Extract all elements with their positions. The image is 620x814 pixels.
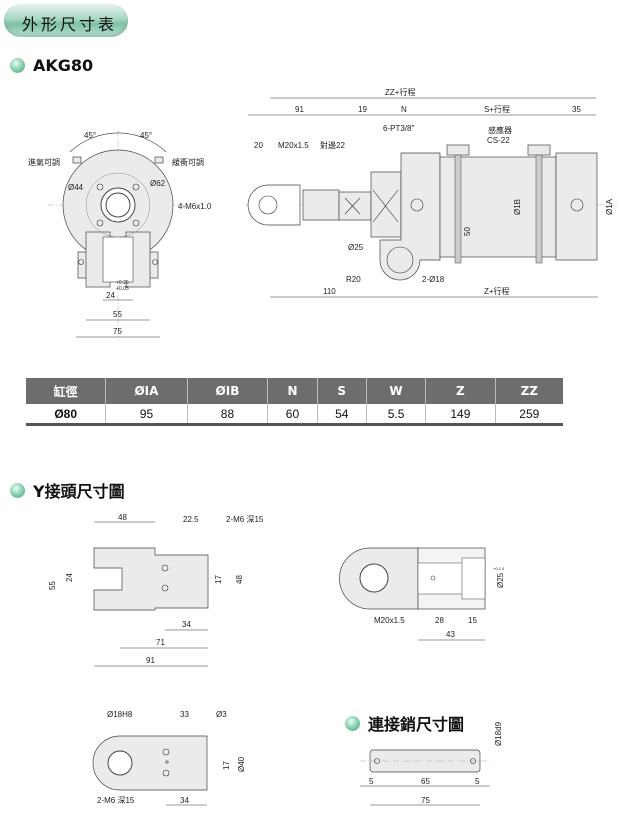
dim-22-5: 22.5	[183, 515, 199, 524]
dim-1b: Ø1B	[513, 199, 522, 215]
dim-34: 34	[182, 620, 191, 629]
table-cell: 95	[105, 404, 188, 426]
sensor-model: CS-22	[487, 136, 510, 145]
col-header: ØIB	[187, 378, 269, 404]
dim-n: N	[401, 105, 407, 114]
dim-24: 24	[106, 291, 115, 300]
dim-dia: Ø18d9	[494, 721, 503, 746]
dim-75: 75	[113, 327, 122, 336]
dim-19: 19	[358, 105, 367, 114]
col-header: W	[366, 378, 427, 404]
dim-5a: 5	[369, 777, 374, 786]
bullet-icon	[10, 58, 25, 73]
port-label: 6-PT3/8"	[383, 124, 414, 133]
dim-65: 65	[421, 777, 430, 786]
dim-15: 15	[468, 616, 477, 625]
dim-20: 20	[254, 141, 263, 150]
bore-label: Ø18H8	[107, 710, 133, 719]
table-cell: 5.5	[366, 404, 427, 426]
dim-34: 34	[180, 796, 189, 805]
model-title: AKG80	[33, 56, 94, 75]
dim-d40: Ø40	[237, 756, 246, 772]
yjoint-side-view: Ø18H8 33 Ø3 17 Ø40 2-M6 深15 34	[92, 710, 246, 806]
angle-left: 45°	[84, 131, 96, 140]
dim-48: 48	[118, 513, 127, 522]
yjoint-title: Y接頭尺寸圖	[33, 482, 125, 501]
pin-view: Ø18d9 5 65 5 75	[360, 721, 503, 806]
dim-z: Z+行程	[484, 286, 510, 296]
thread-label: M20x1.5	[374, 616, 405, 625]
dim-r20: R20	[346, 275, 361, 284]
table-cell: 259	[495, 404, 563, 426]
angle-right: 45°	[140, 131, 152, 140]
dim-17: 17	[222, 761, 231, 770]
yjoint-section-view: M20x1.5 28 15 43 Ø25 +0.1 0	[339, 547, 505, 641]
col-header: ZZ	[495, 378, 563, 404]
tol-lower: +0.05	[116, 286, 129, 292]
dim-35: 35	[572, 105, 581, 114]
dim-d62: Ø62	[150, 179, 166, 188]
model-heading: AKG80	[10, 56, 93, 75]
table-cell: 149	[425, 404, 496, 426]
holes-label: 2-M6 深15	[226, 515, 264, 524]
dim-50: 50	[463, 227, 472, 236]
flat-label: 對邊22	[320, 140, 345, 150]
label-cushion: 緩衝可調	[172, 157, 204, 167]
section-header-dimensions: 外形尺寸表	[4, 4, 128, 37]
holes-label: 2-M6 深15	[97, 796, 135, 805]
table-header-row: 缸徑 ØIA ØIB N S W Z ZZ	[26, 378, 563, 404]
pin-label: 2-Ø18	[422, 275, 445, 284]
thread-label: 4-M6x1.0	[178, 202, 212, 211]
dim-91: 91	[146, 656, 155, 665]
col-header: N	[267, 378, 318, 404]
dim-d25: Ø25	[496, 572, 505, 588]
dim-48b: 48	[235, 575, 244, 584]
dim-71: 71	[156, 638, 165, 647]
table-cell: 88	[187, 404, 269, 426]
dim-s: S+行程	[484, 104, 510, 114]
label-intake: 進氣可調	[28, 157, 60, 167]
dim-zz: ZZ+行程	[385, 87, 415, 97]
dim-110: 110	[323, 287, 336, 296]
dim-1a: Ø1A	[605, 198, 614, 215]
dim-d44: Ø44	[68, 183, 84, 192]
yjoint-heading: Y接頭尺寸圖	[10, 478, 125, 502]
dim-d25: Ø25	[348, 243, 364, 252]
dim-17: 17	[214, 575, 223, 584]
spec-table: 缸徑 ØIA ØIB N S W Z ZZ Ø80 95 88 60 54 5.…	[26, 378, 563, 426]
dim-28: 28	[435, 616, 444, 625]
thread-label: M20x1.5	[278, 141, 309, 150]
table-row: Ø80 95 88 60 54 5.5 149 259	[26, 404, 563, 426]
header-title: 外形尺寸表	[22, 15, 118, 34]
dim-91: 91	[295, 105, 304, 114]
bullet-icon	[345, 715, 360, 731]
col-header: S	[317, 378, 367, 404]
table-cell: 54	[317, 404, 367, 426]
tol-upper: +0.25	[116, 280, 129, 286]
dim-d3: Ø3	[216, 710, 227, 719]
dim-5b: 5	[475, 777, 480, 786]
yjoint-top-view: 48 22.5 2-M6 深15 55 24 17 48 34 71 91	[48, 513, 264, 667]
front-view: 45° 45° 進氣可調 緩衝可調 Ø44 Ø62 4-M6x1.0 +0.25…	[28, 130, 212, 340]
dim-24: 24	[65, 573, 74, 582]
col-header: Z	[425, 378, 496, 404]
pin-heading: 連接銷尺寸圖	[345, 711, 464, 735]
col-header: 缸徑	[26, 378, 107, 404]
dim-33: 33	[180, 710, 189, 719]
col-header: ØIA	[105, 378, 188, 404]
sensor-label: 感應器	[488, 125, 512, 135]
dim-75: 75	[421, 796, 430, 805]
dim-55: 55	[113, 310, 122, 319]
dim-43: 43	[446, 630, 455, 639]
table-cell: Ø80	[26, 404, 107, 426]
bullet-icon	[10, 482, 25, 498]
pin-title: 連接銷尺寸圖	[368, 715, 465, 734]
tolerance: +0.1 0	[493, 566, 505, 571]
dim-55: 55	[48, 581, 57, 590]
table-cell: 60	[267, 404, 318, 426]
side-view: ZZ+行程 91 19 N S+行程 35 20 M20x1.5 對邊22 6-…	[245, 87, 618, 298]
